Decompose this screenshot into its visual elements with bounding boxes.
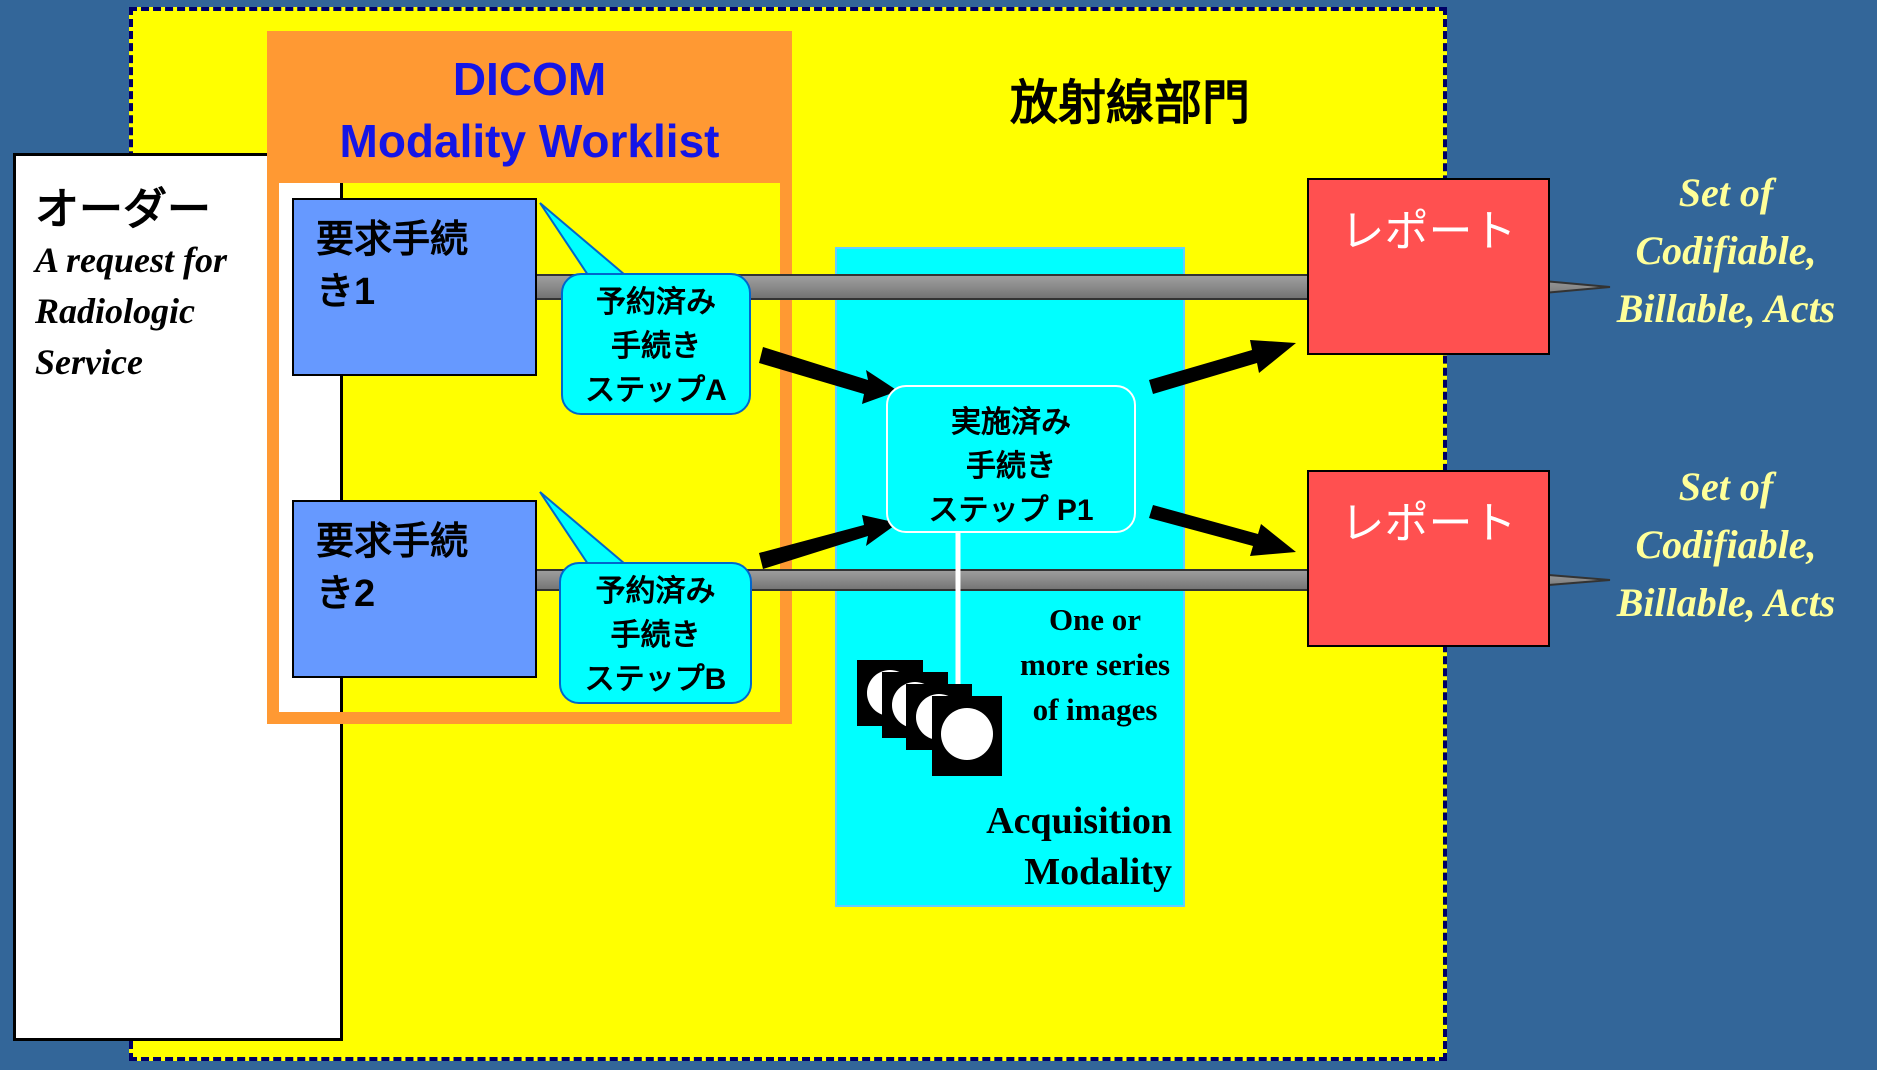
report-box-2: レポート xyxy=(1307,470,1550,647)
series-of-images-label: One or more series of images xyxy=(1010,597,1180,732)
acts-line: Set of xyxy=(1678,170,1774,215)
report-label: レポート xyxy=(1340,499,1517,548)
acts-line: Billable, Acts xyxy=(1616,580,1836,625)
performed-step-line: 実施済み xyxy=(951,406,1071,439)
series-line: of images xyxy=(1032,692,1158,727)
image-stack-icon xyxy=(857,660,1002,776)
worklist-header xyxy=(267,31,792,183)
scheduled-step-line: 手続き xyxy=(611,330,701,363)
arrow-step-b-to-performed xyxy=(759,515,898,569)
order-description-line: Service xyxy=(35,342,143,382)
callout-tail-a xyxy=(539,202,628,276)
modality-line: Modality xyxy=(1024,851,1172,893)
report-label: レポート xyxy=(1340,207,1517,256)
acts-line: Billable, Acts xyxy=(1616,286,1836,331)
requested-procedure-line: 要求手続 xyxy=(316,219,469,261)
scheduled-step-line: 予約済み xyxy=(596,286,716,319)
scheduled-step-b: 予約済み 手続き ステップB xyxy=(559,562,752,704)
acts-line: Codifiable, xyxy=(1635,522,1817,567)
modality-line: Acquisition xyxy=(986,800,1172,842)
scheduled-step-a: 予約済み 手続き ステップA xyxy=(561,273,751,415)
arrow-performed-to-report-2 xyxy=(1149,505,1296,556)
scheduled-step-line: ステップB xyxy=(584,663,727,696)
requested-procedure-1: 要求手続 き1 xyxy=(292,198,537,376)
acts-line: Codifiable, xyxy=(1635,228,1817,273)
department-label: 放射線部門 xyxy=(1009,77,1250,130)
requested-procedure-line: き2 xyxy=(316,573,376,615)
callout-tail-b xyxy=(539,491,628,565)
order-description-line: Radiologic xyxy=(35,291,195,331)
order-description: A request for Radiologic Service xyxy=(35,235,275,388)
scheduled-step-line: 予約済み xyxy=(595,575,716,608)
worklist-frame xyxy=(267,183,792,724)
worklist-title-line: Modality Worklist xyxy=(339,115,720,167)
order-box xyxy=(13,153,343,1041)
scheduled-step-line: 手続き xyxy=(610,619,701,652)
order-title: オーダー xyxy=(35,185,211,234)
acts-text-1: Set of Codifiable, Billable, Acts xyxy=(1591,164,1861,338)
requested-procedure-line: き1 xyxy=(316,271,376,313)
series-line: more series xyxy=(1019,647,1171,682)
order-description-line: A request for xyxy=(35,240,228,280)
worklist-title: DICOM Modality Worklist xyxy=(267,48,792,172)
acts-line: Set of xyxy=(1678,464,1774,509)
performed-step-line: ステップ P1 xyxy=(928,494,1094,527)
requested-procedure-line: 要求手続 xyxy=(316,521,469,563)
arrow-performed-to-report-1 xyxy=(1149,340,1296,394)
acts-text-2: Set of Codifiable, Billable, Acts xyxy=(1591,458,1861,632)
performed-step-p1: 実施済み 手続き ステップ P1 xyxy=(886,385,1136,533)
report-box-1: レポート xyxy=(1307,178,1550,355)
worklist-title-line: DICOM xyxy=(452,53,607,105)
arrow-step-a-to-performed xyxy=(759,347,898,404)
performed-step-line: 手続き xyxy=(966,450,1056,483)
series-line: One or xyxy=(1048,602,1142,637)
requested-procedure-2: 要求手続 き2 xyxy=(292,500,537,678)
scheduled-step-line: ステップA xyxy=(585,374,727,407)
acquisition-modality-label: Acquisition Modality xyxy=(950,796,1172,898)
